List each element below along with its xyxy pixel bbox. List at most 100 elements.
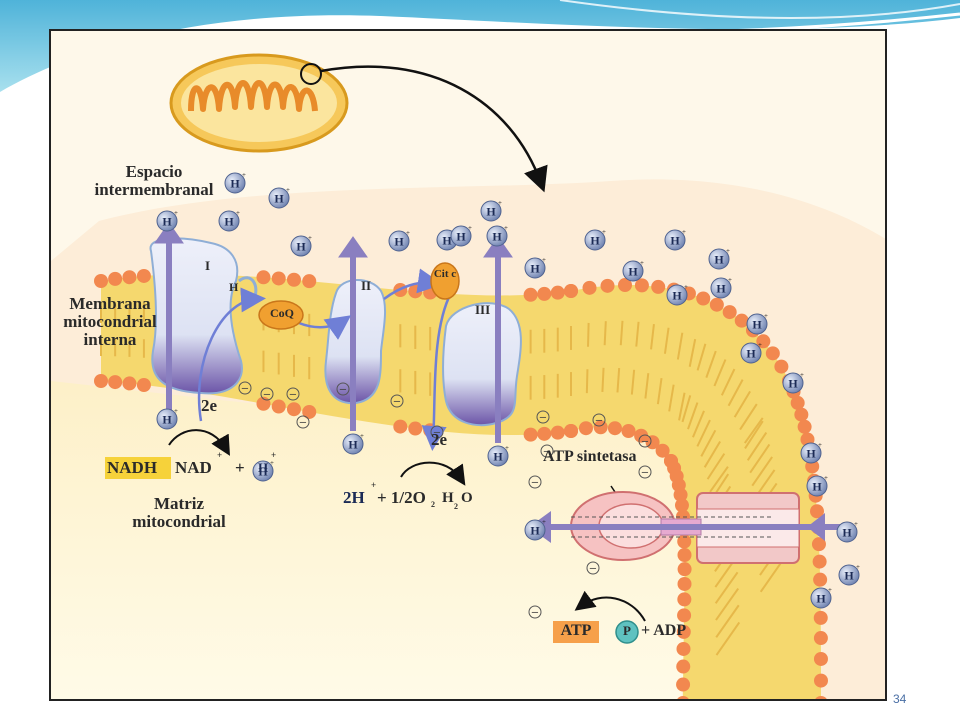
negative-charge: − [528,605,542,619]
electron-arrow-1 [197,287,266,422]
proton-charge: + [684,283,688,291]
lipid-head [578,421,593,436]
lipid-head [813,673,828,688]
pump-arrow-II [338,236,368,431]
proton-label: H [394,235,404,249]
nad-label: NAD [175,458,212,477]
proton-label: H [162,215,172,229]
proton: H+ [710,276,732,299]
proton: H+ [342,432,364,455]
lipid-head [634,428,649,443]
proton: H+ [664,228,686,251]
lipid-head [813,572,828,587]
negative-sign: − [433,428,441,439]
proton-label: H [714,253,724,267]
lipid-tail [715,604,740,638]
negative-sign: − [393,397,401,408]
lipid-head [810,504,824,519]
lipid-tail [668,384,675,412]
negative-charge: − [286,387,300,401]
proton-label: H [628,265,638,279]
lipid-tail [587,322,590,347]
proton-charge: + [174,209,178,217]
proton-charge: + [640,259,644,267]
lipid-head [393,419,408,434]
lipid-tail [619,320,624,346]
proton: H+ [800,441,822,464]
lipid-head [600,278,615,293]
negative-charge: − [390,394,404,408]
negative-charge: − [238,381,252,395]
proton-label: H [162,413,172,427]
lipid-tail [656,377,663,405]
lipid-tail [713,359,727,387]
proton-charge: + [542,256,546,264]
lipid-head [756,334,771,349]
proton-charge: + [854,520,858,528]
lipid-head [813,610,828,625]
lipid-tail [706,453,726,480]
lipid-tail [676,332,684,360]
proton-charge: + [828,586,832,594]
proton-label: H [844,569,854,583]
negative-charge: − [296,415,310,429]
lipid-head [136,268,151,283]
lipid-head [797,419,812,434]
lipid-head [709,297,724,312]
proton-charge: + [726,247,730,255]
lipid-tail [650,323,655,350]
coq-carrier [258,300,304,330]
lipid-head [677,534,692,549]
lipid-heads-inner [94,374,692,699]
proton-charge: + [242,171,246,179]
proton-charge: + [360,432,364,440]
lipid-tails [100,303,785,656]
lipid-head [582,280,597,295]
lipid-head [136,378,151,393]
negative-sign: − [263,390,271,401]
proton-label: H [530,524,540,538]
lipid-head [550,285,565,300]
lipid-tail [663,327,670,354]
proton: H+ [806,474,828,497]
lipid-head [677,696,689,699]
nadh-h-charge-label: + [271,450,277,460]
proton: H+ [156,209,178,232]
proton-charge: + [758,341,762,349]
lipid-head [122,376,137,391]
water-o2-subscript: 2 [431,500,435,509]
atp-synthase-label: ATP sintetasa [543,448,637,465]
negative-charge: − [638,465,652,479]
nadh-h-label: H [258,460,269,475]
negative-sign: − [543,447,551,458]
lipid-tail [603,321,607,346]
proton: H+ [708,247,730,270]
proton: H+ [388,229,410,252]
lipid-head [790,395,805,410]
negative-charge: − [536,410,550,424]
proton: H+ [524,256,546,279]
lipid-tail [715,587,740,621]
mitochondrion-illustration [169,53,349,153]
proton-label: H [746,347,756,361]
negative-charge: − [260,387,274,401]
lipid-head [813,651,828,666]
proton: H+ [666,283,688,306]
lipid-tail [585,369,589,394]
atp-reaction-arrow [574,590,646,622]
lipid-head [696,291,711,306]
lipid-head [676,624,691,639]
proton-charge: + [270,459,274,467]
lipid-head [765,346,780,361]
lipid-head [677,608,692,623]
negative-sign: − [289,390,297,401]
proton-label: H [530,262,540,276]
lipid-head [811,537,826,552]
lipid-head [634,278,649,293]
proton-label: H [296,240,306,254]
lipid-tail [681,395,692,423]
proton-label: H [752,318,762,332]
lipid-tail [705,350,717,378]
proton-label: H [486,205,496,219]
nadh-label: NADH [107,458,158,477]
